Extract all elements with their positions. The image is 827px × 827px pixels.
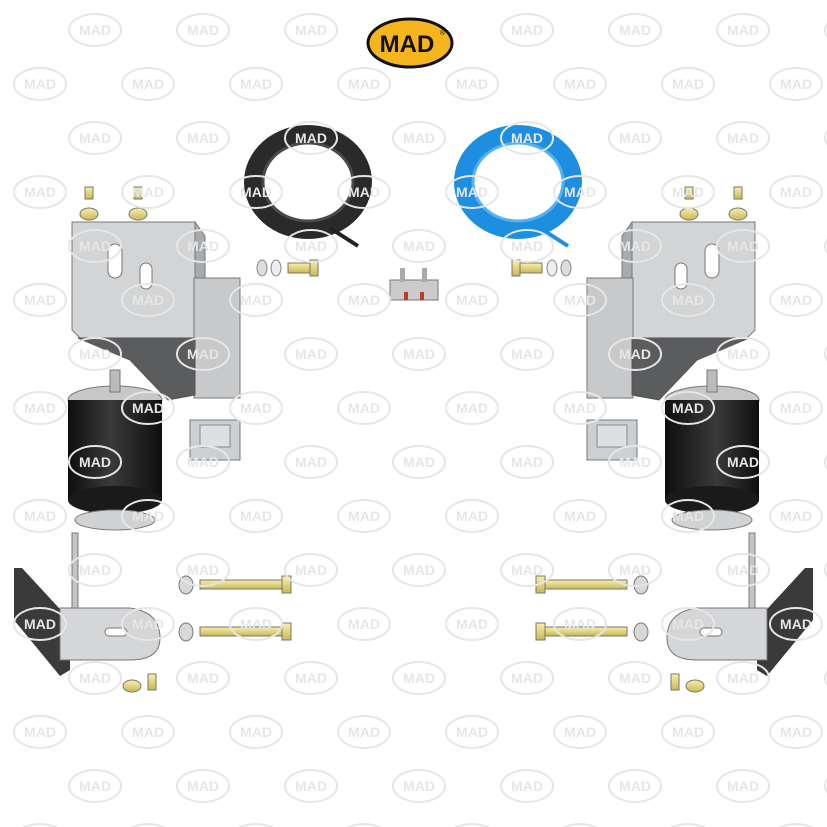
lower-bracket-left (14, 532, 161, 693)
long-bolts (178, 575, 649, 642)
air-spring-left (67, 369, 163, 531)
black-air-hose-coil (244, 125, 372, 248)
small-bolts (256, 259, 572, 277)
right-assembly (586, 186, 813, 693)
blue-air-hose-coil (454, 125, 582, 248)
bolt-washer-left (79, 186, 148, 221)
air-valve-block (389, 268, 439, 301)
